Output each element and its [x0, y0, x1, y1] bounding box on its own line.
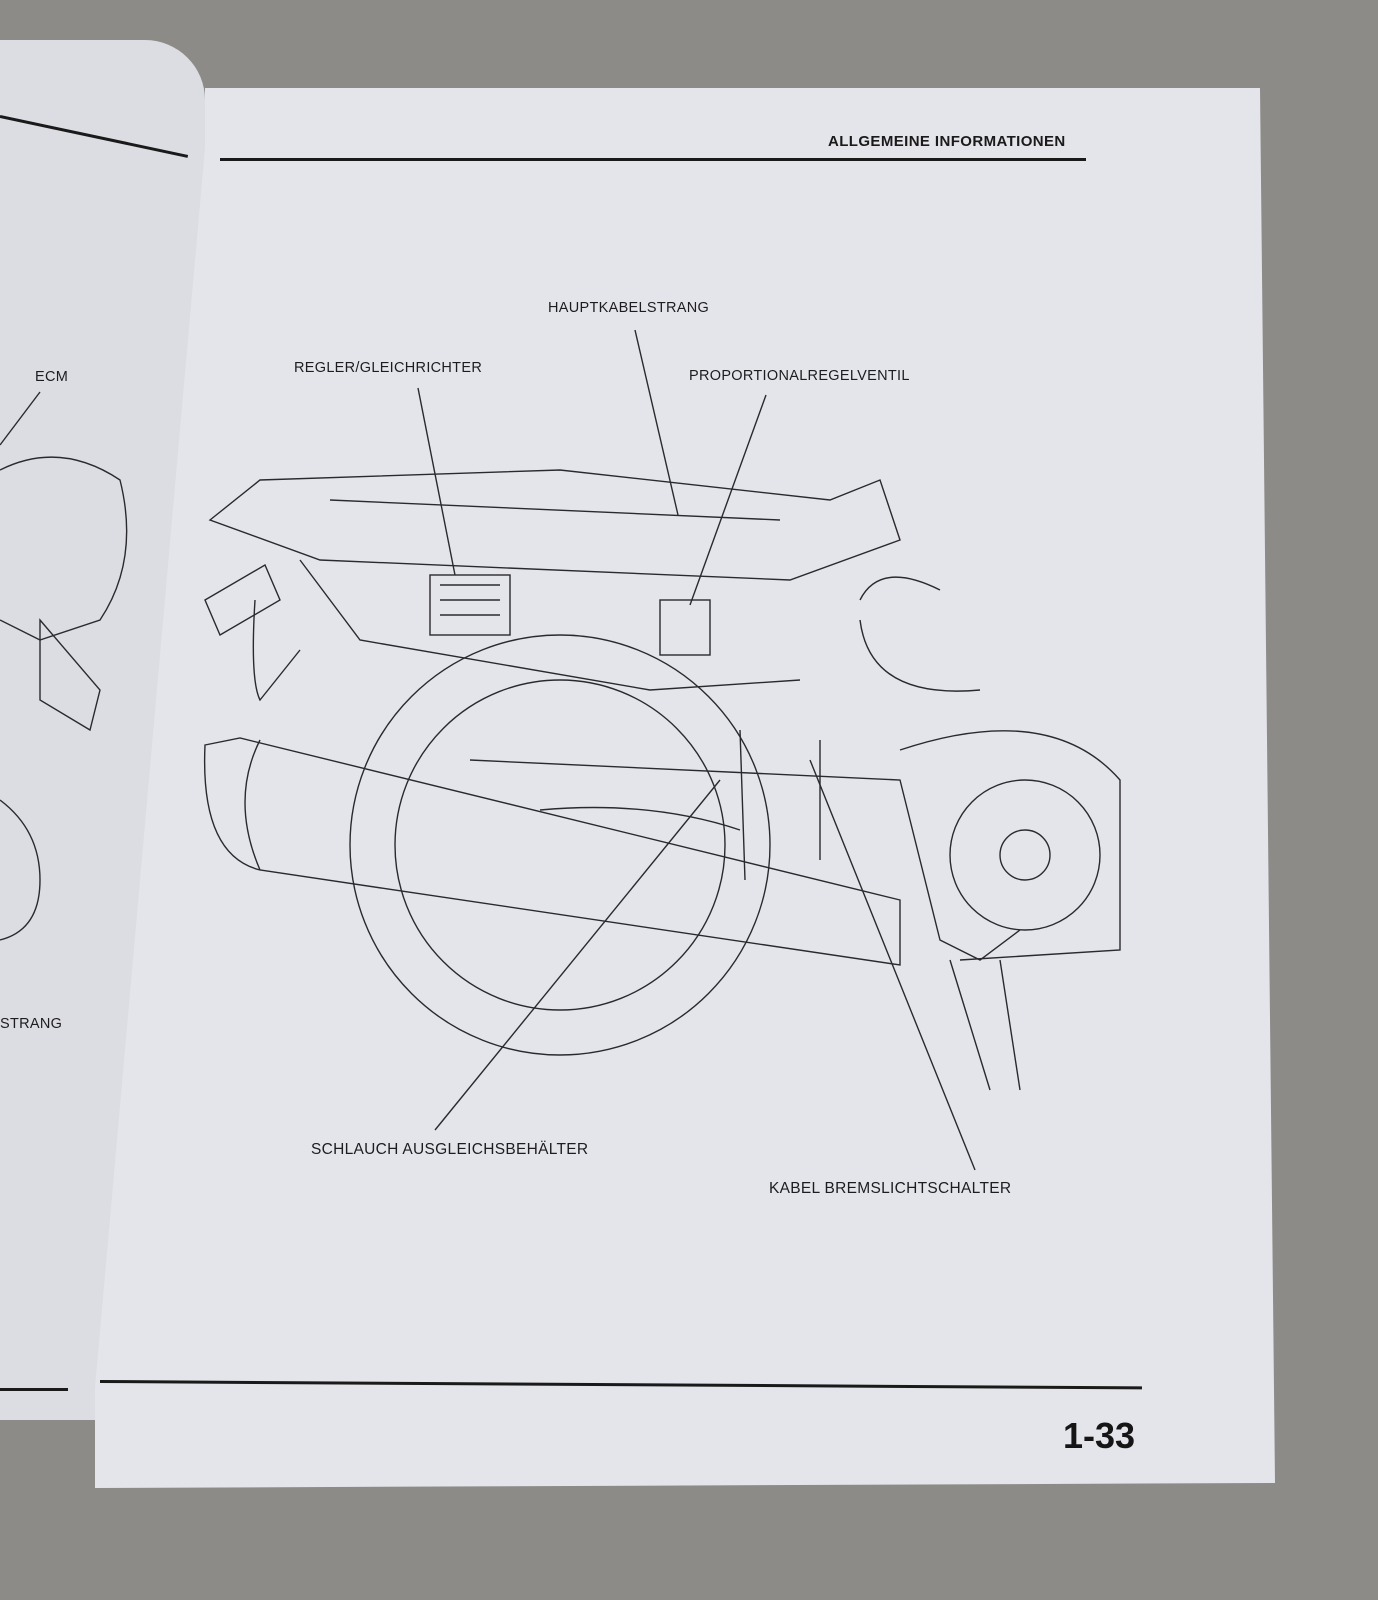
right-page	[95, 88, 1275, 1488]
label-strang: STRANG	[0, 1016, 63, 1032]
label-hauptkabelstrang: HAUPTKABELSTRANG	[548, 300, 710, 316]
label-regler-gleichrichter: REGLER/GLEICHRICHTER	[294, 360, 483, 376]
page-number: 1-33	[1063, 1415, 1136, 1456]
label-kabel-bremslichtschalter: KABEL BREMSLICHTSCHALTER	[769, 1180, 1012, 1197]
label-proportionalregelventil: PROPORTIONALREGELVENTIL	[689, 368, 910, 384]
label-schlauch-ausgleichsbehaelter: SCHLAUCH AUSGLEICHSBEHÄLTER	[311, 1141, 589, 1158]
left-footer-rule	[0, 1388, 68, 1391]
page-header: ALLGEMEINE INFORMATIONEN	[828, 133, 1066, 150]
label-ecm: ECM	[35, 369, 69, 385]
header-rule	[220, 158, 1086, 161]
